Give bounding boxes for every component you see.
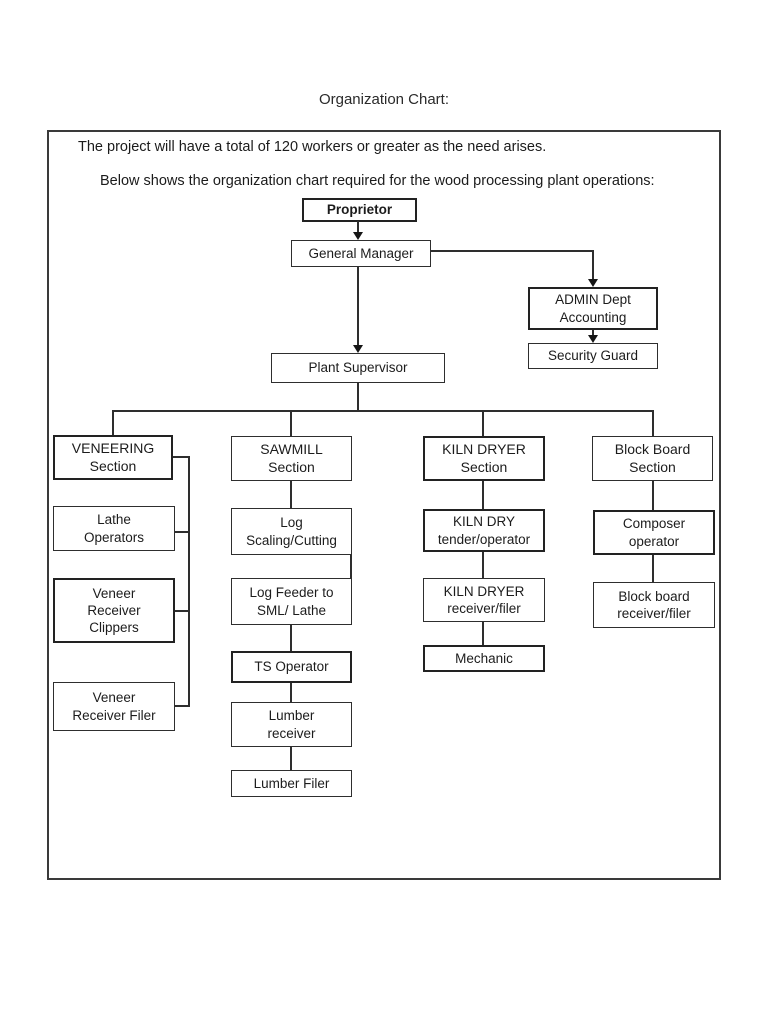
org-node-block-board-receiver-filer: Block board receiver/filer [593,582,715,628]
connector-kiln-2 [482,552,484,578]
arrowhead-gm [353,232,363,240]
connector-sawmill-1 [290,481,292,508]
connector-kiln-1 [482,481,484,509]
org-node-security-guard: Security Guard [528,343,658,369]
connector-admin-security [592,330,594,336]
connector-kiln-3 [482,622,484,645]
distribution-rail [112,410,654,412]
drop-kiln [482,410,484,436]
org-node-proprietor: Proprietor [302,198,417,222]
org-node-kiln-dry-tender-operator: KILN DRY tender/operator [423,509,545,552]
intro-text-2: Below shows the organization chart requi… [100,173,655,189]
org-node-lathe-operators: Lathe Operators [53,506,175,551]
connector-proprietor-gm [357,221,359,233]
org-node-admin-dept-accounting: ADMIN Dept Accounting [528,287,658,330]
connector-gm-admin-vertical [592,250,594,280]
arrowhead-admin [588,279,598,287]
connector-supervisor-rail [357,383,359,410]
org-node-block-board-section: Block Board Section [592,436,713,481]
connector-sawmill-3 [290,625,292,651]
org-node-kiln-dryer-receiver-filer: KILN DRYER receiver/filer [423,578,545,622]
connector-gm-admin-horizontal [431,250,594,252]
org-node-general-manager: General Manager [291,240,431,267]
veneering-spine [188,456,190,707]
stub-veneer-filer [175,705,190,707]
intro-text-1: The project will have a total of 120 wor… [78,139,547,155]
connector-gm-supervisor [357,267,359,346]
connector-block-2 [652,555,654,582]
org-node-log-feeder-sml-lathe: Log Feeder to SML/ Lathe [231,578,352,625]
drop-sawmill [290,410,292,436]
stub-lathe-operators [175,531,190,533]
stub-veneer-clippers [175,610,190,612]
arrowhead-security [588,335,598,343]
org-node-sawmill-section: SAWMILL Section [231,436,352,481]
org-node-plant-supervisor: Plant Supervisor [271,353,445,383]
org-node-mechanic: Mechanic [423,645,545,672]
connector-sawmill-4 [290,683,292,702]
drop-block-board [652,410,654,436]
arrowhead-supervisor [353,345,363,353]
connector-sawmill-5 [290,747,292,770]
org-node-veneering-section: VENEERING Section [53,435,173,480]
org-node-composer-operator: Composer operator [593,510,715,555]
org-node-lumber-filer: Lumber Filer [231,770,352,797]
org-node-veneer-receiver-clippers: Veneer Receiver Clippers [53,578,175,643]
org-node-veneer-receiver-filer: Veneer Receiver Filer [53,682,175,731]
org-node-ts-operator: TS Operator [231,651,352,683]
connector-block-1 [652,481,654,510]
org-node-log-scaling-cutting: Log Scaling/Cutting [231,508,352,555]
page-title: Organization Chart: [318,91,450,108]
org-node-kiln-dryer-section: KILN DRYER Section [423,436,545,481]
org-node-lumber-receiver: Lumber receiver [231,702,352,747]
connector-sawmill-2 [350,554,352,579]
stub-veneering-section [173,456,190,458]
drop-veneering [112,410,114,435]
